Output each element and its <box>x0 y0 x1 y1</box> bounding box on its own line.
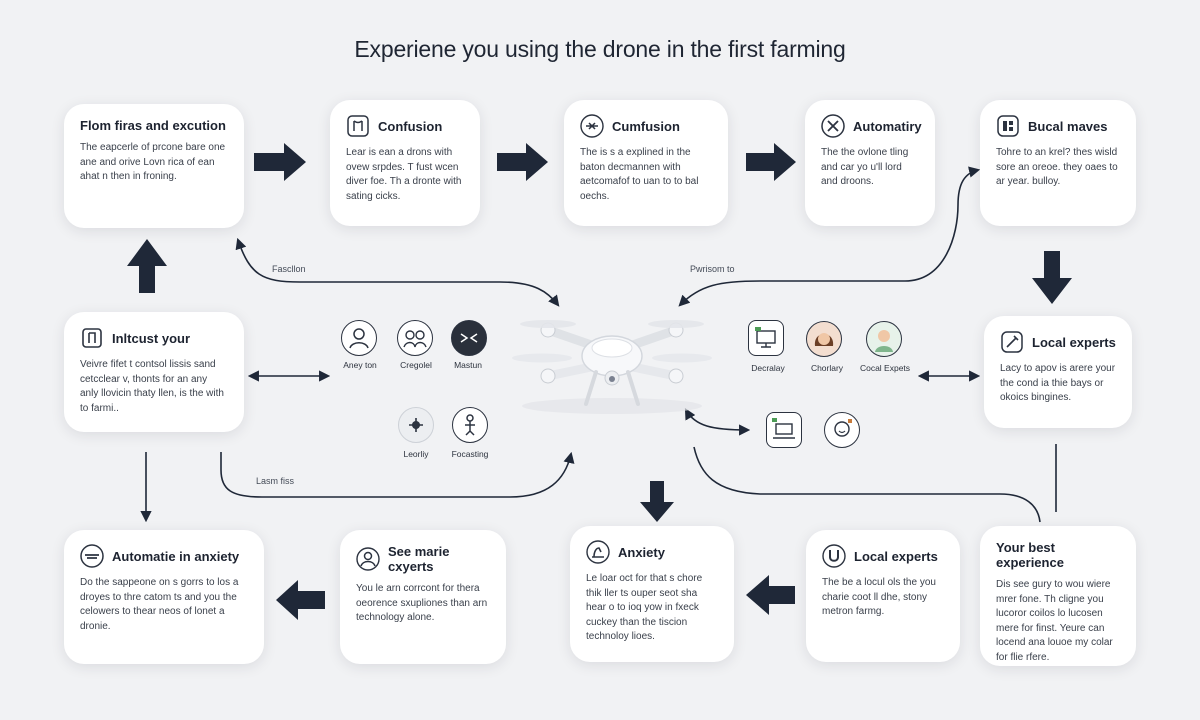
curve-top-left <box>235 237 560 307</box>
card-body: Dis see gury to wou wiere mrer fone. Th … <box>996 579 1113 663</box>
center-label-2: Cregolel <box>400 360 432 370</box>
right-label-3: Cocal Expets <box>859 363 911 373</box>
drone-illustration <box>512 320 712 414</box>
grid-icon <box>996 114 1020 138</box>
drone-icon <box>398 407 434 443</box>
card-title: Automatie in anxiety <box>112 548 240 564</box>
card-body: Do the sappeone on s gorrs to los a droy… <box>80 577 239 632</box>
curve-top-right <box>678 166 981 307</box>
block-arrow-left-1 <box>276 580 325 620</box>
center-label-5: Focasting <box>451 449 489 459</box>
curve-bottom-right <box>693 446 1041 523</box>
card-local-experts-bottom[interactable]: Local experts The be a locul ols the you… <box>806 530 960 662</box>
curve-bottom-left <box>220 451 575 498</box>
flow-label-bottom-left: Lasm fiss <box>256 476 295 486</box>
card-title: Inltcust your <box>112 330 191 346</box>
card-title: See marie cxyerts <box>388 544 450 574</box>
block-arrow-right-3 <box>746 143 796 181</box>
target-icon <box>451 320 487 356</box>
people-icon <box>397 320 433 356</box>
monitor-icon <box>748 320 784 356</box>
card-title: Confusion <box>378 118 443 134</box>
expert-avatar-icon <box>866 321 902 357</box>
card-body: Lear is ean a drons with ovew srpdes. T … <box>346 147 462 202</box>
magnet-icon <box>822 544 846 568</box>
card-title: Automatiry <box>853 118 922 134</box>
woman-avatar-icon <box>806 321 842 357</box>
card-title: Anxiety <box>618 544 665 560</box>
card-inltcust-your[interactable]: Inltcust your Veivre fifet t contsol lis… <box>64 312 244 432</box>
card-body: You le arn corrcont for thera oeorence s… <box>356 583 488 623</box>
card-title: Bucal maves <box>1028 118 1108 134</box>
page-title: Experiene you using the drone in the fir… <box>354 36 846 62</box>
card-body: Lacy to apov is arere your the cond ia t… <box>1000 363 1116 403</box>
card-your-best-experience[interactable]: Your best experience Dis see gury to wou… <box>980 526 1136 666</box>
center-label-1: Aney ton <box>343 360 377 370</box>
card-bucal-maves[interactable]: Bucal maves Tohre to an krel? thes wisld… <box>980 100 1136 226</box>
card-title: Your best experience <box>996 540 1064 570</box>
card-automatiry[interactable]: Automatiry The the ovlone tling and car … <box>805 100 935 226</box>
right-label-1: Decralay <box>751 363 785 373</box>
person-icon <box>356 547 380 571</box>
center-label-4: Leorliy <box>403 449 429 459</box>
right-label-2: Chorlary <box>810 363 844 373</box>
card-body: The is s a explined in the baton decmann… <box>580 147 699 202</box>
user-icon <box>341 320 377 356</box>
block-arrow-right-1 <box>254 143 306 181</box>
drone-icon <box>580 114 604 138</box>
block-arrow-up <box>127 239 167 293</box>
door-icon <box>80 326 104 350</box>
card-body: The be a locul ols the you charie coot l… <box>822 577 936 617</box>
hand-icon <box>586 540 610 564</box>
card-title: Flom firas and excution <box>80 118 226 133</box>
block-arrow-down-center <box>640 481 674 522</box>
flow-label-top-left: Fascllon <box>272 264 306 274</box>
block-arrow-left-2 <box>746 575 795 615</box>
card-body: The the ovlone tling and car yo u'll lor… <box>821 147 909 187</box>
card-title: Local experts <box>854 548 938 564</box>
center-label-3: Mastun <box>454 360 482 370</box>
pen-icon <box>1000 330 1024 354</box>
card-automatie-in-anxiety[interactable]: Automatie in anxiety Do the sappeone on … <box>64 530 264 664</box>
card-title: Cumfusion <box>612 118 680 134</box>
tray-icon <box>80 544 104 568</box>
close-icon <box>821 114 845 138</box>
card-flom-firas[interactable]: Flom firas and excution The eapcerle of … <box>64 104 244 228</box>
card-body: Tohre to an krel? thes wisld sore an ore… <box>996 147 1118 187</box>
card-body: Le loar oct for that s chore thik ller t… <box>586 573 703 642</box>
card-local-experts-right[interactable]: Local experts Lacy to apov is arere your… <box>984 316 1132 428</box>
card-body: The eapcerle of prcone bare one ane and … <box>80 142 226 182</box>
arrow-drone-to-icons <box>684 408 751 436</box>
laptop-icon <box>766 412 802 448</box>
card-title: Local experts <box>1032 334 1116 350</box>
face-icon <box>824 412 860 448</box>
person-icon <box>452 407 488 443</box>
block-arrow-right-2 <box>497 143 548 181</box>
flag-icon <box>346 114 370 138</box>
card-anxiety[interactable]: Anxiety Le loar oct for that s chore thi… <box>570 526 734 662</box>
card-see-marie-cxyerts[interactable]: See marie cxyerts You le arn corrcont fo… <box>340 530 506 664</box>
card-cumfusion[interactable]: Cumfusion The is s a explined in the bat… <box>564 100 728 226</box>
card-body: Veivre fifet t contsol lissis sand cetcc… <box>80 359 224 414</box>
block-arrow-down-right <box>1032 251 1072 304</box>
flow-label-top-right: Pwrisom to <box>690 264 735 274</box>
card-confusion[interactable]: Confusion Lear is ean a drons with ovew … <box>330 100 480 226</box>
